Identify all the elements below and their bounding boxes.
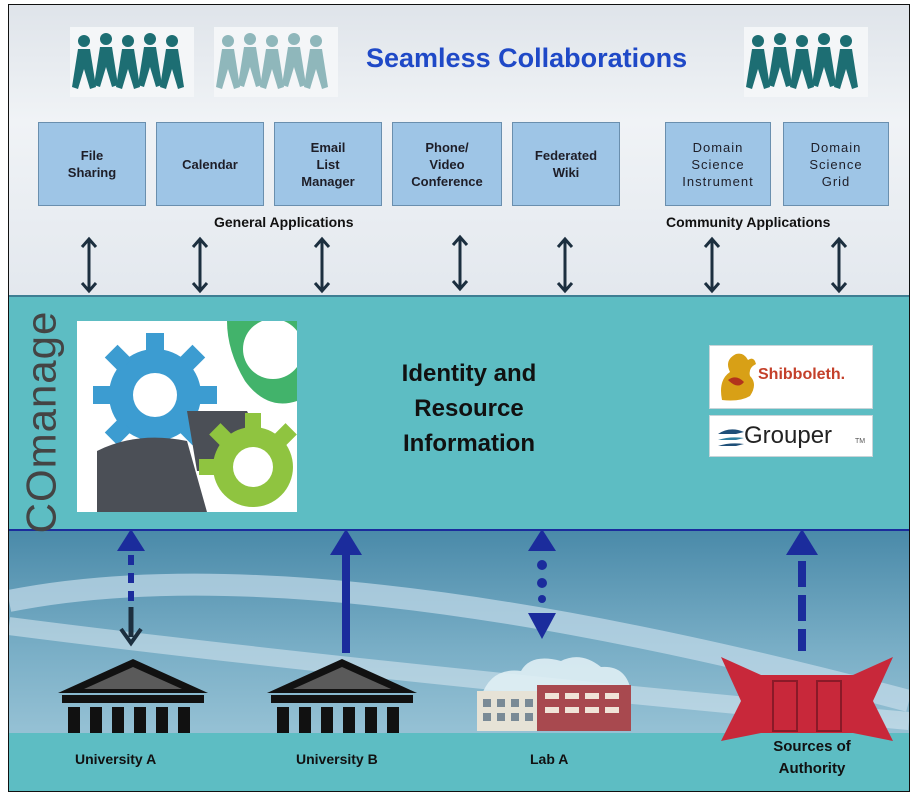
double-arrow-icon (191, 237, 209, 293)
arrow-down-icon (528, 613, 556, 639)
arrow-down-icon (119, 627, 143, 647)
grouper-trademark: TM (855, 438, 866, 445)
sources-of-authority-icon (721, 657, 893, 741)
shibboleth-logo: Shibboleth. (709, 345, 873, 409)
double-arrow-icon (451, 235, 469, 291)
arrow-up-icon (528, 529, 556, 551)
app-box-federated-wiki: Federated Wiki (512, 122, 620, 206)
app-box-label: Email List Manager (301, 139, 355, 189)
source-arrows (117, 529, 818, 653)
double-arrow-icon (80, 237, 98, 293)
gears-icon (77, 319, 303, 512)
diagram-frame: Seamless Collaborations File Sharing Cal… (8, 4, 910, 792)
people-chain-icon (744, 27, 868, 97)
identity-resource-text: Identity and Resource Information (369, 356, 569, 461)
sources-of-authority-label: Sources of Authority (752, 736, 872, 780)
app-box-label: Phone/ Video Conference (411, 139, 483, 189)
university-building-icon (58, 659, 208, 733)
sources-of-authority-text: Sources of Authority (773, 738, 851, 777)
app-box-calendar: Calendar (156, 122, 264, 206)
arrow-up-icon (786, 529, 818, 555)
grouper-label: Grouper (744, 422, 833, 449)
double-arrow-icon (703, 237, 721, 293)
ground-strip (9, 733, 909, 791)
arrow-up-icon (117, 529, 145, 551)
griffin-icon (721, 353, 756, 401)
grouper-fish-icon (718, 429, 744, 446)
app-box-file-sharing: File Sharing (38, 122, 146, 206)
app-box-label: Calendar (182, 156, 238, 172)
page-title: Seamless Collaborations (366, 43, 688, 73)
app-box-phone-video-conference: Phone/ Video Conference (392, 122, 502, 206)
shibboleth-label: Shibboleth. (758, 366, 846, 383)
general-applications-label: General Applications (214, 214, 354, 230)
university-building-icon (267, 659, 417, 733)
platform-name: COmanage (17, 310, 65, 534)
app-box-label: File Sharing (67, 148, 117, 180)
app-box-domain-science-instrument: Domain Science Instrument (665, 122, 771, 206)
double-arrow-icon (313, 237, 331, 293)
grouper-logo: Grouper TM (709, 415, 873, 457)
university-b-label: University B (296, 751, 378, 767)
app-box-email-list-manager: Email List Manager (274, 122, 382, 206)
app-box-domain-science-grid: Domain Science Grid (783, 122, 889, 206)
app-box-label: Domain Science Instrument (682, 139, 754, 189)
identity-resource-label: Identity and Resource Information (401, 360, 537, 457)
university-a-label: University A (75, 751, 157, 767)
app-box-label: Domain Science Grid (809, 139, 863, 189)
people-chain-icon (70, 27, 194, 97)
arrow-up-icon (330, 529, 362, 555)
people-chain-icon (214, 27, 338, 97)
connector-arrows (80, 235, 848, 293)
lab-building-icon (477, 657, 631, 731)
app-box-label: Federated Wiki (534, 148, 598, 180)
double-arrow-icon (556, 237, 574, 293)
lab-a-label: Lab A (530, 751, 569, 767)
double-arrow-icon (830, 237, 848, 293)
community-applications-label: Community Applications (666, 214, 831, 230)
